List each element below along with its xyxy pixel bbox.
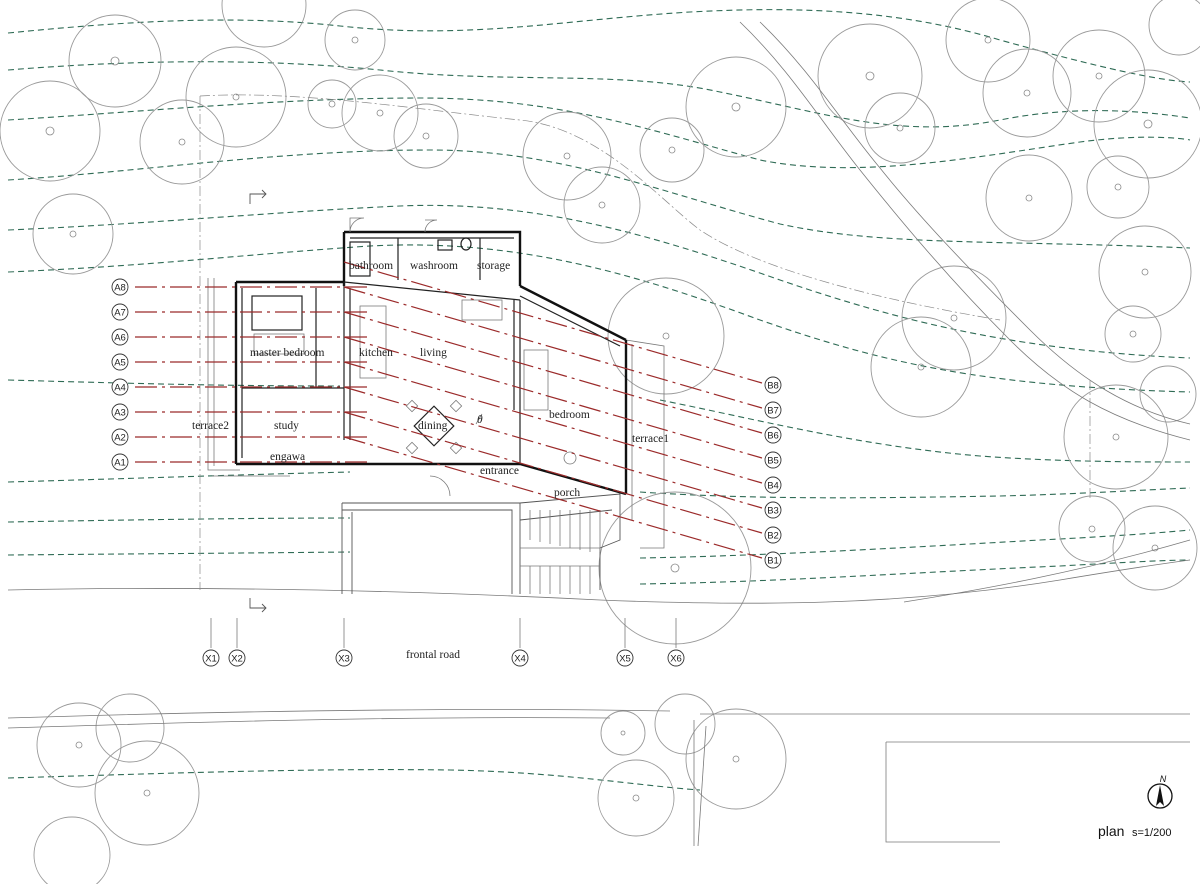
grid-bubble-a2: A2	[111, 428, 129, 446]
room-label-entrance: entrance	[480, 465, 519, 477]
svg-text:B4: B4	[767, 481, 779, 492]
grid-bubbles-a: A8 A7 A6 A5 A4 A3 A2 A1	[111, 278, 129, 471]
porch-structure	[341, 493, 621, 594]
svg-text:B7: B7	[767, 406, 779, 417]
room-label-terrace1: terrace1	[632, 433, 669, 445]
svg-text:B6: B6	[767, 431, 779, 442]
grid-bubble-a5: A5	[111, 353, 129, 371]
grid-bubble-x6: X6	[667, 649, 685, 667]
svg-text:N: N	[1160, 774, 1167, 784]
grid-bubble-a6: A6	[111, 328, 129, 346]
grid-bubble-a3: A3	[111, 403, 129, 421]
room-label-dining: dining	[418, 420, 448, 432]
svg-text:A8: A8	[114, 283, 126, 294]
room-label-bathroom: bathroom	[349, 260, 393, 272]
svg-text:X6: X6	[670, 654, 682, 665]
svg-text:A7: A7	[114, 308, 126, 319]
plan-title: plan s=1/200	[1098, 823, 1171, 839]
grid-bubble-b1: B1	[764, 551, 782, 569]
grid-bubble-b4: B4	[764, 476, 782, 494]
room-label-kitchen: kitchen	[359, 347, 393, 359]
svg-text:B5: B5	[767, 456, 779, 467]
grid-bubble-a1: A1	[111, 453, 129, 471]
room-label-washroom: washroom	[410, 260, 458, 272]
room-labels: bathroom washroom storage master bedroom…	[192, 260, 669, 499]
room-label-terrace2: terrace2	[192, 420, 229, 432]
svg-text:X4: X4	[514, 654, 526, 665]
grid-bubble-b6: B6	[764, 426, 782, 444]
porch-steps	[520, 510, 601, 594]
svg-text:A2: A2	[114, 433, 126, 444]
sofa	[461, 299, 503, 321]
room-label-engawa: engawa	[270, 451, 305, 463]
plan-title-text: plan	[1098, 823, 1124, 839]
building	[234, 217, 628, 497]
svg-text:B1: B1	[767, 556, 779, 567]
grid-bubbles-x: X1 X2 X3 X4 X5 X6	[202, 649, 685, 667]
room-label-study: study	[274, 420, 299, 432]
svg-text:X5: X5	[619, 654, 631, 665]
grid-bubbles-b: B8 B7 B6 B5 B4 B3 B2 B1	[764, 376, 782, 569]
washbasin	[437, 239, 453, 251]
bed-master	[251, 295, 303, 331]
contour-lines	[7, 9, 1191, 791]
north-arrow-icon: N	[1147, 774, 1173, 809]
grid-lines-b	[343, 261, 763, 559]
angle-theta-label: θ	[477, 414, 483, 426]
grid-bubble-b7: B7	[764, 401, 782, 419]
terraces	[207, 278, 665, 549]
svg-text:A6: A6	[114, 333, 126, 344]
svg-text:B8: B8	[767, 381, 779, 392]
grid-bubble-x4: X4	[511, 649, 529, 667]
road-label: frontal road	[406, 649, 460, 661]
room-label-bedroom: bedroom	[549, 409, 590, 421]
svg-text:X1: X1	[205, 654, 217, 665]
section-markers	[249, 189, 267, 613]
bed-guest	[523, 349, 549, 411]
grid-bubble-b3: B3	[764, 501, 782, 519]
grid-lines-a	[135, 286, 370, 463]
grid-bubble-x5: X5	[616, 649, 634, 667]
bathtub	[349, 241, 371, 277]
grid-bubble-b8: B8	[764, 376, 782, 394]
grid-bubble-a8: A8	[111, 278, 129, 296]
site-lines	[7, 21, 1191, 847]
room-label-storage: storage	[477, 260, 510, 272]
room-label-living: living	[420, 347, 447, 359]
svg-text:B2: B2	[767, 531, 779, 542]
grid-bubble-a4: A4	[111, 378, 129, 396]
grid-lines-x	[210, 618, 677, 648]
svg-text:A4: A4	[114, 383, 126, 394]
svg-text:A5: A5	[114, 358, 126, 369]
plan-scale: s=1/200	[1132, 827, 1171, 839]
svg-text:A3: A3	[114, 408, 126, 419]
grid-bubble-x2: X2	[228, 649, 246, 667]
grid-bubble-a7: A7	[111, 303, 129, 321]
svg-text:A1: A1	[114, 458, 126, 469]
toilet	[460, 237, 472, 251]
svg-text:X3: X3	[338, 654, 350, 665]
grid-bubble-x3: X3	[335, 649, 353, 667]
svg-text:X2: X2	[231, 654, 243, 665]
room-label-master-bedroom: master bedroom	[250, 347, 324, 359]
grid-bubble-b2: B2	[764, 526, 782, 544]
grid-bubble-x1: X1	[202, 649, 220, 667]
grid-bubble-b5: B5	[764, 451, 782, 469]
room-label-porch: porch	[554, 487, 580, 499]
svg-text:B3: B3	[767, 506, 779, 517]
